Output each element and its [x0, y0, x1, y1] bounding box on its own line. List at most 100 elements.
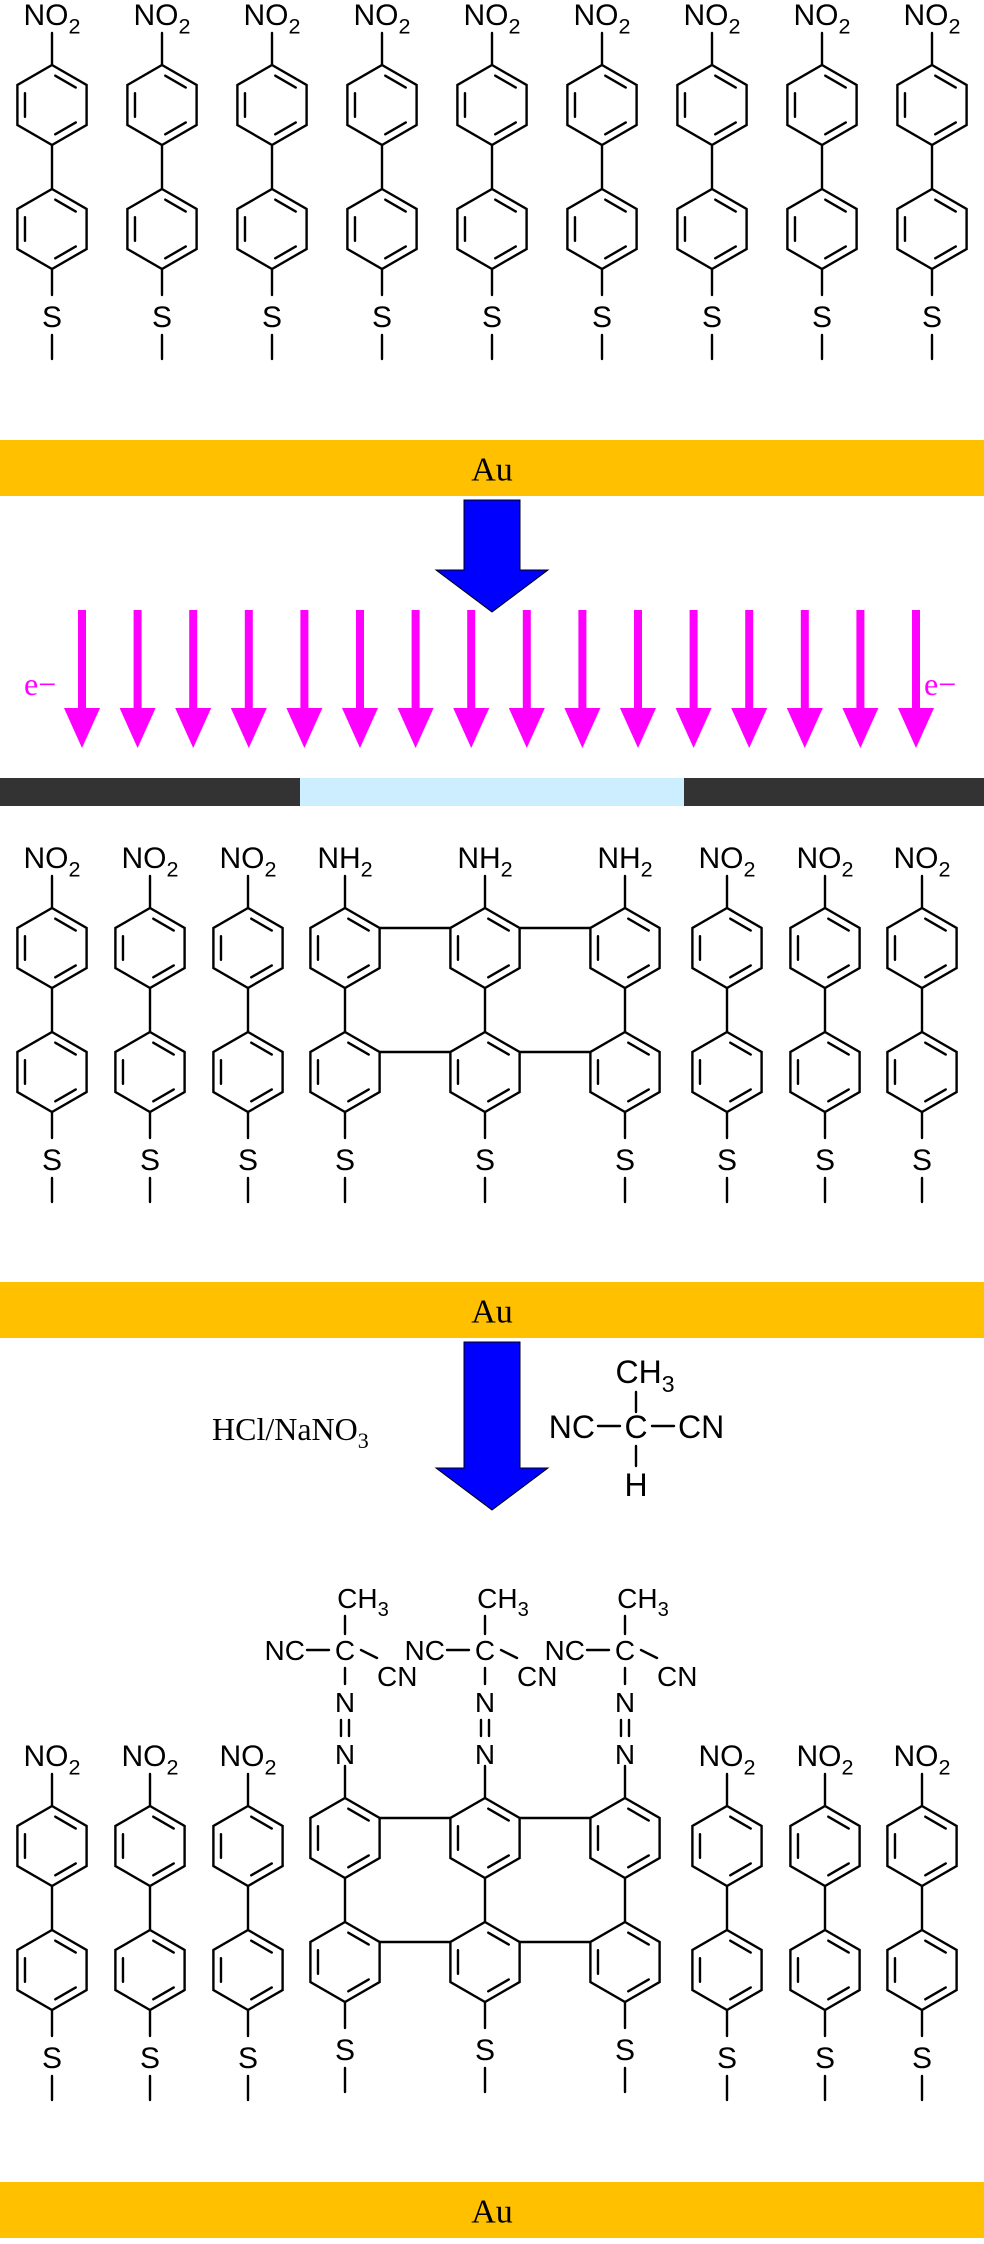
hydrogen-atom: H [624, 1467, 647, 1503]
nitrile-left: NC [549, 1409, 595, 1445]
electron-arrow [731, 610, 768, 748]
benzene-ring-upper [691, 906, 763, 990]
double-bond [250, 1815, 273, 1830]
electron-arrow [230, 610, 267, 748]
double-bond [250, 1939, 273, 1954]
electron-arrow [286, 610, 323, 748]
crosslinks [378, 926, 592, 1054]
double-bond [494, 74, 517, 89]
double-bond [627, 1931, 650, 1946]
double-bond [250, 1041, 273, 1056]
double-bond [54, 1815, 77, 1830]
double-bond [54, 964, 77, 979]
benzene-ring-upper [789, 1804, 861, 1888]
benzene-ring-lower [886, 1030, 958, 1114]
double-bond [384, 245, 407, 260]
molecule: S [309, 1764, 381, 2094]
double-bond [164, 245, 187, 260]
azo-nitrogen: N [335, 1739, 355, 1770]
double-bond [729, 1862, 752, 1877]
double-bond [827, 1815, 850, 1830]
benzene-ring-lower [886, 1928, 958, 2012]
benzene-ring-upper [589, 1796, 661, 1880]
benzene-ring-lower [789, 1030, 861, 1114]
methyl-group: CH3 [617, 1583, 669, 1621]
electron-arrow [786, 610, 823, 748]
double-bond [152, 917, 175, 932]
methyl-group: CH3 [477, 1583, 529, 1621]
double-bond [827, 1862, 850, 1877]
bond [359, 1648, 379, 1660]
double-bond [627, 1978, 650, 1993]
double-bond [604, 245, 627, 260]
sulfur-atom: S [262, 301, 282, 334]
double-bond [627, 1807, 650, 1822]
double-bond [54, 1088, 77, 1103]
sulfur-atom: S [335, 2034, 355, 2067]
reagent-label: HCl/NaNO3 [212, 1411, 369, 1453]
gold-substrate: Au [0, 440, 984, 496]
nitrile-left: NC [545, 1635, 585, 1666]
benzene-ring-upper [676, 63, 748, 147]
electron-arrow [64, 610, 100, 748]
benzene-ring-lower [786, 187, 858, 271]
double-bond [604, 74, 627, 89]
double-bond [494, 121, 517, 136]
double-bond [494, 198, 517, 213]
benzene-ring-lower [212, 1030, 284, 1114]
nitro-group: NO2 [573, 0, 630, 38]
double-bond [824, 198, 847, 213]
methyl-group: CH3 [615, 1354, 674, 1397]
double-bond [729, 1986, 752, 2001]
sulfur-atom: S [815, 1144, 835, 1177]
double-bond [824, 245, 847, 260]
benzene-ring-lower [456, 187, 528, 271]
double-bond [384, 121, 407, 136]
double-bond [274, 74, 297, 89]
benzene-ring-lower [309, 1030, 381, 1114]
double-bond [347, 1978, 370, 1993]
nitro-group: NO2 [133, 0, 190, 38]
double-bond [604, 198, 627, 213]
sulfur-atom: S [912, 1144, 932, 1177]
nitro-group: NO2 [23, 0, 80, 38]
double-bond [487, 1931, 510, 1946]
double-bond [347, 964, 370, 979]
nitrile-right: CN [657, 1661, 697, 1692]
double-bond [152, 1986, 175, 2001]
double-bond [274, 121, 297, 136]
electron-arrow [675, 610, 712, 748]
carbon-atom: C [615, 1635, 635, 1666]
sulfur-atom: S [42, 2042, 62, 2075]
double-bond [54, 245, 77, 260]
sulfur-atom: S [335, 1144, 355, 1177]
nitro-group: NO2 [463, 0, 520, 38]
methyl-group: CH3 [337, 1583, 389, 1621]
double-bond [714, 245, 737, 260]
benzene-ring-lower [16, 1928, 88, 2012]
double-bond [924, 1986, 947, 2001]
benzene-ring-upper [114, 906, 186, 990]
double-bond [54, 121, 77, 136]
benzene-ring-upper [16, 906, 88, 990]
azo-coupled-monolayer: NO2SNO2SNO2SCH3CNCCNNNSCH3CNCCNNNSCH3CNC… [0, 1583, 984, 2238]
nitro-group: NO2 [903, 0, 960, 38]
double-bond [54, 917, 77, 932]
nitro-group: NO2 [219, 842, 276, 881]
nitro-group: NO2 [796, 1740, 853, 1779]
double-bond [924, 1939, 947, 1954]
double-bond [729, 964, 752, 979]
gold-substrate: Au [0, 2182, 984, 2238]
benzene-ring-upper [589, 906, 661, 990]
sulfur-atom: S [42, 1144, 62, 1177]
double-bond [487, 1854, 510, 1869]
electron-arrow [564, 610, 601, 748]
